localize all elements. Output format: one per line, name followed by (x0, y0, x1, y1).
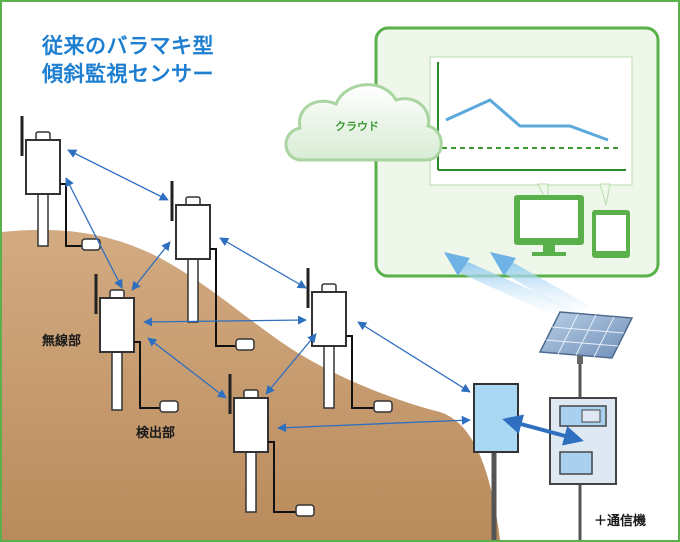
link-s2-s4 (219, 237, 307, 289)
sensor-pole (37, 191, 49, 247)
desktop-monitor-icon (514, 195, 584, 256)
comm-label: ＋通信機 (594, 514, 647, 529)
title-line-1: 従来のバラマキ型 (42, 34, 214, 58)
link-s4-s5 (265, 333, 317, 395)
detector-unit (235, 338, 255, 351)
sensor-pole (187, 256, 199, 323)
detector-unit (373, 400, 393, 413)
radio-unit-label: 無線部 (42, 334, 82, 349)
link-s5-gw (277, 415, 471, 433)
solar-panel-icon (538, 311, 634, 364)
radio-unit-box (175, 204, 211, 260)
sensor-pole (245, 449, 257, 513)
detector-unit (295, 504, 315, 517)
uplink-arrowhead-2 (490, 252, 516, 276)
uplink-beam-2 (502, 262, 590, 318)
link-s1-s2 (67, 149, 169, 201)
sensor-node (20, 116, 101, 251)
sensor-pole (323, 343, 335, 409)
graph-callout-2 (599, 183, 611, 206)
gateway-radio-box (473, 383, 519, 453)
link-s2-s3 (131, 241, 171, 291)
link-s3-s5 (147, 337, 227, 399)
sensor-pole (111, 349, 123, 411)
link-s3-s4 (143, 315, 307, 327)
graph-data-line (445, 98, 609, 142)
sensor-node (94, 274, 179, 413)
detector-unit (159, 400, 179, 413)
radio-unit-box (99, 297, 135, 353)
link-s1-s3 (65, 177, 123, 289)
uplink-beam-1 (458, 262, 580, 322)
radio-unit-box (311, 291, 347, 347)
cloud-shape (284, 83, 443, 162)
radio-unit-box (25, 139, 61, 195)
comm-device-box (549, 397, 617, 485)
cloud-label: クラウド (335, 120, 379, 133)
uplink-arrowhead-1 (444, 252, 470, 276)
radio-unit-box (233, 397, 269, 453)
sensor-node (228, 374, 315, 517)
link-s4-gw (357, 321, 471, 393)
gateway-comm-link (502, 414, 584, 446)
title-line-2: 傾斜監視センサー (42, 62, 214, 86)
wireless-links (65, 149, 471, 433)
detector-label: 検出部 (136, 426, 176, 441)
graph-area (429, 56, 633, 186)
tablet-icon (592, 210, 630, 258)
sensor-node (306, 268, 393, 413)
